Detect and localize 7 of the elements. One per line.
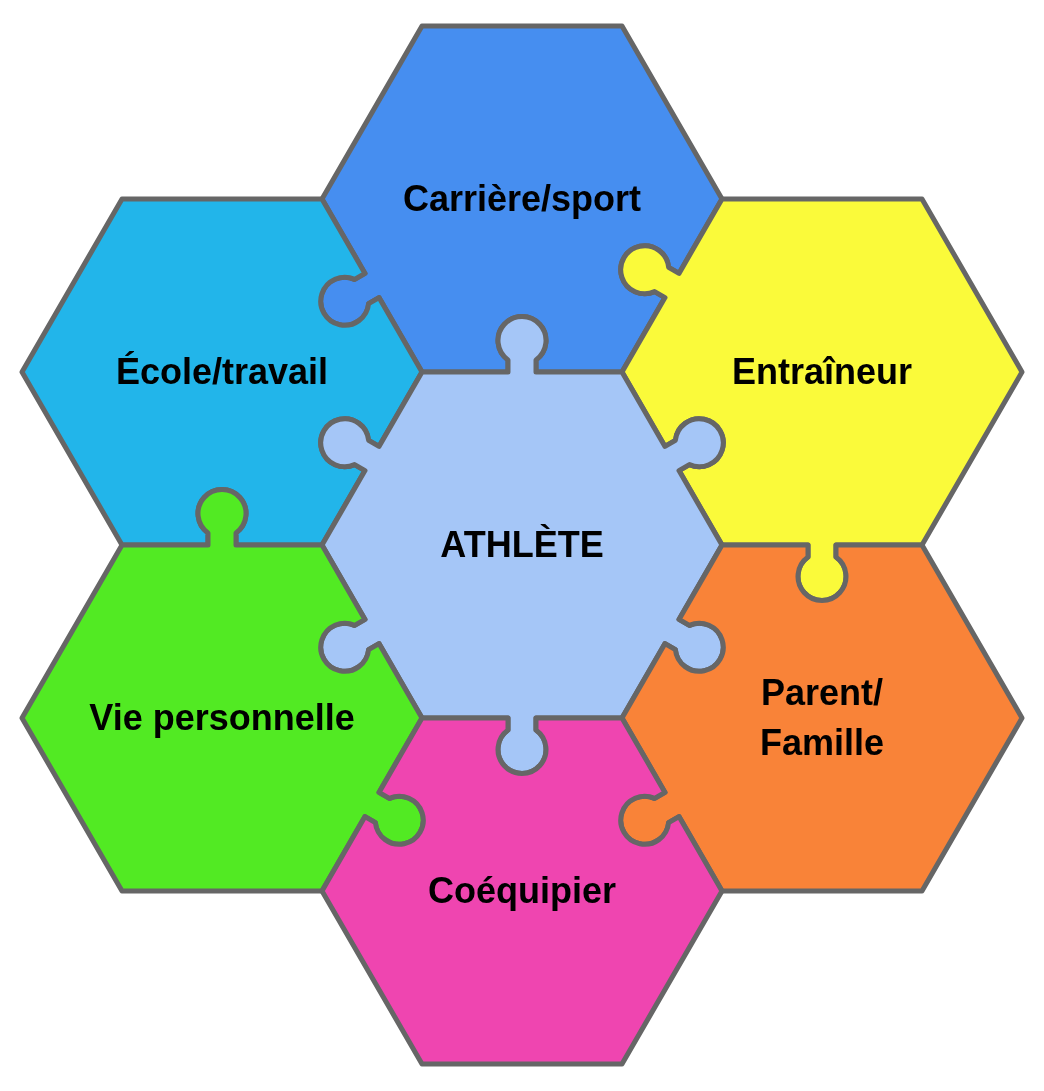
piece-label: Carrière/sport <box>402 176 642 221</box>
piece-label: École/travail <box>115 349 329 394</box>
piece-label: ATHLÈTE <box>440 522 604 567</box>
piece-label: Entraîneur <box>731 349 912 394</box>
piece-label: Coéquipier <box>428 868 616 913</box>
piece-label: Vie personnelle <box>89 695 355 740</box>
piece-label: Parent/ Famille <box>758 670 886 765</box>
